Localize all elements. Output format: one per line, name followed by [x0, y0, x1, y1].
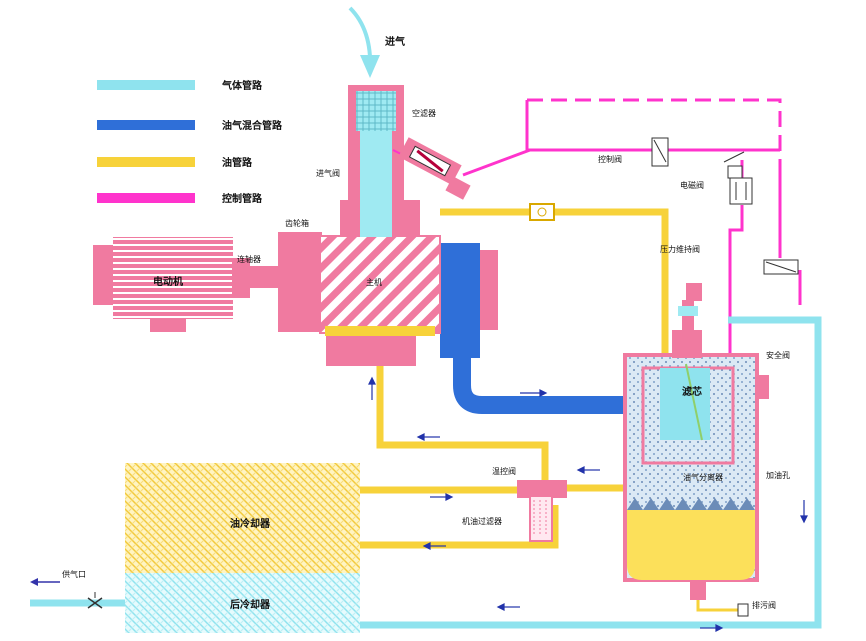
label-main-unit: 主机 [366, 277, 382, 287]
legend: 气体管路 油气混合管路 油管路 控制管路 [97, 79, 283, 205]
intake-arrow [348, 6, 380, 78]
legend-swatch-oil [97, 157, 195, 167]
label-intake-valve: 进气阀 [316, 168, 340, 178]
oil-cooler [125, 463, 360, 573]
control-lines [462, 98, 802, 360]
mix-line [440, 243, 635, 414]
legend-swatch-gas [97, 80, 195, 90]
legend-swatch-control [97, 193, 195, 203]
label-temp-control-valve: 温控阀 [492, 466, 516, 476]
legend-swatch-mix [97, 120, 195, 130]
label-gear-box: 齿轮箱 [285, 218, 309, 228]
control-valve [651, 137, 669, 167]
label-motor: 电动机 [153, 275, 183, 288]
temp-control-valve [517, 480, 567, 542]
label-oil-gas-separator: 油气分离器 [683, 472, 723, 482]
flow-arrows [368, 376, 808, 632]
label-drain-valve: 排污阀 [752, 600, 776, 610]
after-cooler [125, 573, 360, 633]
label-air-outlet: 供气口 [62, 569, 86, 579]
label-oil-cooler: 油冷却器 [230, 517, 271, 530]
label-coupling: 连轴器 [237, 254, 261, 264]
oil-gas-separator [623, 283, 769, 600]
label-safety-valve: 安全阀 [766, 350, 790, 360]
outlet-arrow-head [30, 578, 38, 586]
air-filter [348, 85, 404, 237]
gas-lines [30, 316, 822, 629]
label-min-pressure-valve: 压力维持阀 [660, 244, 700, 254]
motor [93, 237, 278, 332]
legend-label-control: 控制管路 [222, 192, 263, 205]
intake-valve [392, 137, 471, 200]
legend-label-gas: 气体管路 [221, 79, 263, 92]
legend-label-oil: 油管路 [222, 156, 253, 169]
label-air-filter: 空滤器 [412, 108, 436, 118]
solenoid-valve [723, 151, 753, 205]
oil-lines [360, 208, 669, 549]
label-oil-filter: 机油过滤器 [462, 516, 502, 526]
drain-valve [696, 600, 749, 617]
label-intake: 进气 [385, 35, 405, 48]
label-solenoid-valve: 电磁阀 [680, 180, 704, 190]
label-control-valve: 控制阀 [598, 154, 622, 164]
check-valve [763, 259, 799, 275]
label-separator-element: 滤芯 [682, 385, 702, 398]
label-oil-fill: 加油孔 [766, 470, 790, 480]
oil-sight-valve [529, 203, 555, 221]
label-after-cooler: 后冷却器 [230, 598, 271, 611]
air-outlet-valve [87, 592, 103, 609]
legend-label-mix: 油气混合管路 [222, 119, 283, 132]
